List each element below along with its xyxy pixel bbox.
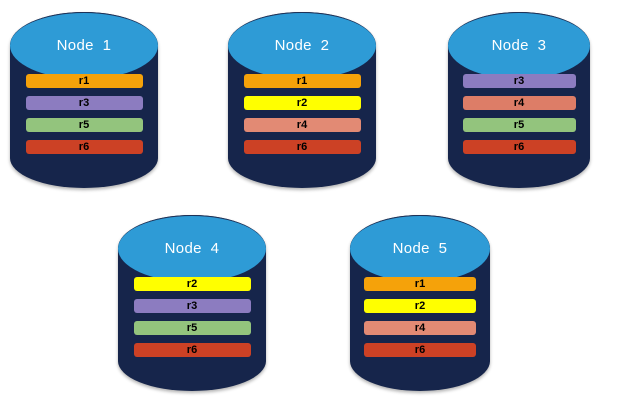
replica-bar-r1[interactable]: r1 bbox=[364, 277, 476, 291]
replica-bar-r4[interactable]: r4 bbox=[462, 96, 576, 110]
replica-bar-r4[interactable]: r4 bbox=[243, 118, 361, 132]
replica-bar-r3[interactable]: r3 bbox=[25, 96, 143, 110]
node-cylinder-top bbox=[448, 12, 590, 79]
node-cylinder-top bbox=[10, 12, 158, 79]
replica-bar-r2[interactable]: r2 bbox=[364, 299, 476, 313]
replica-bar-r6[interactable]: r6 bbox=[25, 140, 143, 154]
replica-bar-r4[interactable]: r4 bbox=[364, 321, 476, 335]
replica-bar-r2[interactable]: r2 bbox=[243, 96, 361, 110]
replica-bar-r6[interactable]: r6 bbox=[364, 343, 476, 357]
replica-stack: r1 r3 r5 r6 bbox=[10, 74, 158, 154]
replica-stack: r1 r2 r4 r6 bbox=[350, 277, 490, 357]
replica-stack: r2 r3 r5 r6 bbox=[118, 277, 266, 357]
node-cylinder-top bbox=[118, 215, 266, 282]
replica-bar-r3[interactable]: r3 bbox=[133, 299, 251, 313]
replica-bar-r3[interactable]: r3 bbox=[462, 74, 576, 88]
replica-bar-r1[interactable]: r1 bbox=[243, 74, 361, 88]
replica-stack: r3 r4 r5 r6 bbox=[448, 74, 590, 154]
replica-bar-r5[interactable]: r5 bbox=[133, 321, 251, 335]
node-cylinder-top bbox=[228, 12, 376, 79]
replica-bar-r2[interactable]: r2 bbox=[133, 277, 251, 291]
node-cylinder-top bbox=[350, 215, 490, 282]
replica-bar-r5[interactable]: r5 bbox=[462, 118, 576, 132]
replica-bar-r6[interactable]: r6 bbox=[133, 343, 251, 357]
replica-bar-r6[interactable]: r6 bbox=[243, 140, 361, 154]
replica-bar-r6[interactable]: r6 bbox=[462, 140, 576, 154]
replica-stack: r1 r2 r4 r6 bbox=[228, 74, 376, 154]
replica-bar-r1[interactable]: r1 bbox=[25, 74, 143, 88]
replica-bar-r5[interactable]: r5 bbox=[25, 118, 143, 132]
